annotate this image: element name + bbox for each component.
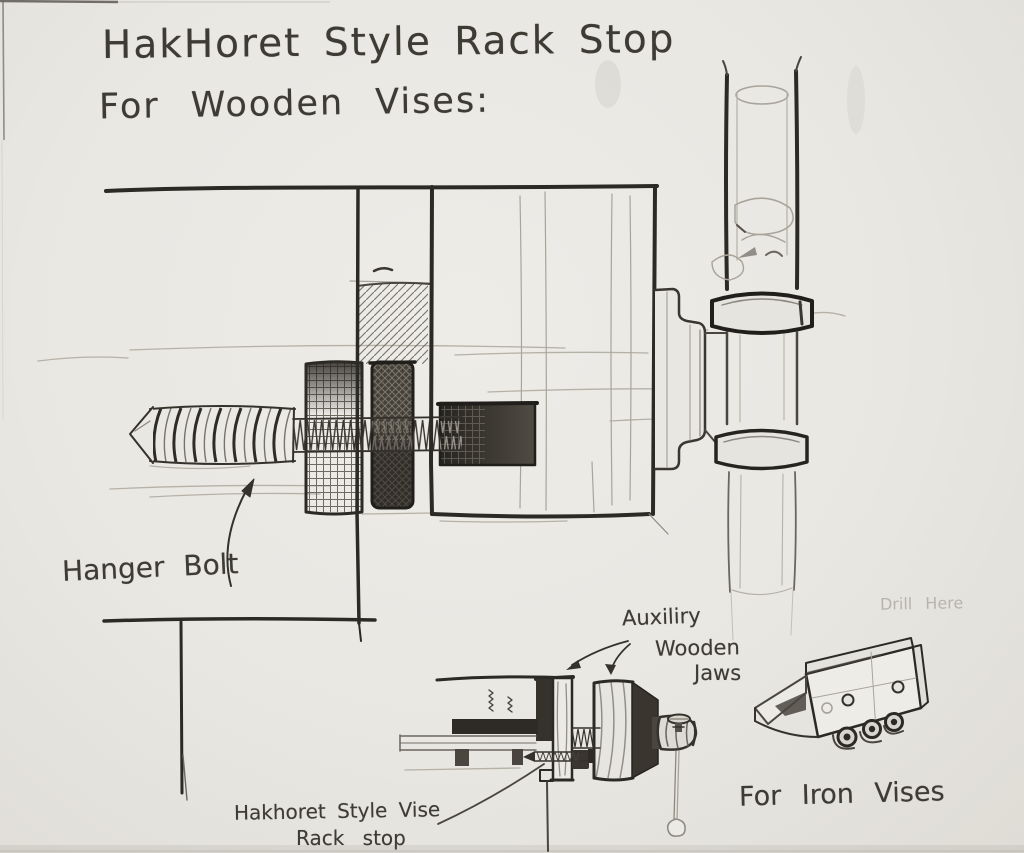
vise-jaw-outline	[429, 185, 669, 535]
jaw-wood-grain	[519, 191, 632, 513]
aux-jaw-arrow-2	[605, 643, 631, 675]
screw-hub-bracket	[653, 287, 728, 471]
auxiliary-jaws-label-line2: Wooden	[654, 635, 740, 661]
small-vise-drawing	[399, 640, 698, 852]
aux-jaw-arrow-1	[566, 640, 629, 670]
hanger-bolt-arrow	[226, 478, 255, 587]
iron-vises-label: For Iron Vises	[738, 776, 945, 813]
jaw-taper-casting	[631, 681, 659, 779]
hanger-bolt-drawing	[129, 405, 463, 470]
rack-stop-label-line1: Hakhoret Style Vise	[233, 797, 441, 825]
bench-screw-1	[488, 689, 494, 712]
rack-stop-pointer-line	[437, 763, 545, 825]
drill-here-label: Drill Here	[879, 593, 964, 614]
vise-beam	[399, 734, 537, 752]
bracket-shelf	[754, 675, 819, 738]
rack-stop-board-hatched	[349, 267, 434, 364]
wooden-jaw-block	[592, 679, 635, 782]
page-title-line1: HakHoret Style Rack Stop	[101, 16, 676, 69]
guide-pipe	[710, 56, 846, 641]
rack-bar	[452, 719, 538, 734]
pipe-collar-upper	[710, 291, 814, 335]
bench-outline	[102, 184, 659, 801]
mount-bar	[536, 679, 553, 741]
tommy-bar-handle	[666, 713, 691, 837]
vise-screw	[523, 727, 601, 769]
main-vise-cross-section	[37, 56, 846, 801]
auxiliary-jaws-label-line3: Jaws	[694, 661, 742, 685]
iron-vise-bracket-drawing	[754, 637, 929, 750]
page-title-line2: For Wooden Vises:	[98, 80, 491, 128]
bracket-hole-2	[891, 680, 905, 694]
auxiliary-jaws-label-line1: Auxiliry	[621, 603, 702, 631]
bench-screw-2	[507, 696, 513, 713]
bracket-hole-1	[841, 693, 855, 707]
rack-stop-label-line2: Rack stop	[296, 826, 406, 850]
bracket-hole-3	[821, 702, 833, 714]
screw-boss	[656, 714, 698, 751]
pipe-collar-lower	[714, 428, 809, 471]
bracket-rollers	[832, 712, 904, 750]
